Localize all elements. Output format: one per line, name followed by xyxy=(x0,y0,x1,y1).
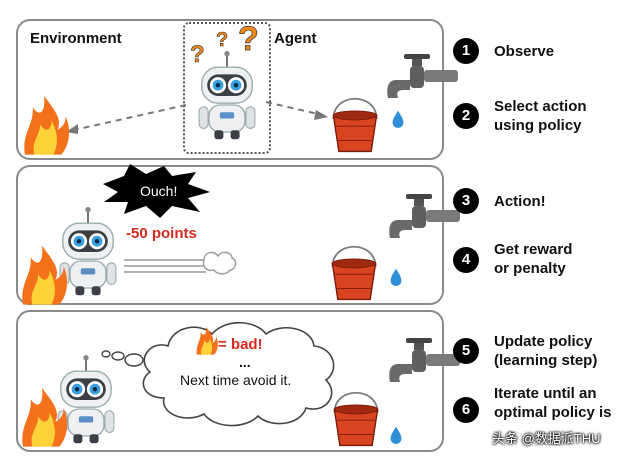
water-drop-icon xyxy=(390,426,402,444)
step-1-number: 1 xyxy=(453,38,479,64)
bucket-icon xyxy=(332,97,378,153)
robot-icon xyxy=(59,206,117,297)
step-1-text: Observe xyxy=(494,43,555,60)
bad-text: = bad! xyxy=(218,336,263,353)
action-arrow xyxy=(265,101,319,115)
question-mark-2: ? xyxy=(216,29,228,51)
step-6-text: Iterate until an optimal policy is xyxy=(494,385,612,421)
question-mark-3: ? xyxy=(238,20,259,58)
step-5-text: Update policy (learning step) xyxy=(494,333,598,369)
panel1-graphics: ? ? ? xyxy=(24,20,458,155)
robot-icon xyxy=(198,50,256,141)
panel3-graphics xyxy=(22,322,460,447)
environment-label: Environment xyxy=(30,30,122,47)
water-drop-icon xyxy=(392,110,404,128)
observe-arrow xyxy=(73,104,187,131)
step-4-text: Get reward or penalty xyxy=(494,241,573,277)
bucket-icon xyxy=(331,245,377,301)
dust-cloud-icon xyxy=(202,251,237,275)
thought-bubble-dot xyxy=(124,353,144,367)
thought-bubble-dot xyxy=(101,350,111,358)
step-5-number: 5 xyxy=(453,338,479,364)
fire-icon xyxy=(24,95,70,155)
step-6-number: 6 xyxy=(453,397,479,423)
step-4-number: 4 xyxy=(453,247,479,273)
thought-text: Next time avoid it. xyxy=(180,372,292,388)
step-2-number: 2 xyxy=(453,103,479,129)
step-2-text: Select action using policy xyxy=(494,98,587,134)
thought-bubble-dot xyxy=(111,351,125,361)
question-mark-1: ? xyxy=(190,41,205,68)
panel2-graphics xyxy=(22,164,460,305)
tap-icon xyxy=(389,194,460,238)
tap-icon xyxy=(387,54,458,98)
thought-bubble-icon xyxy=(142,322,335,427)
penalty-text: -50 points xyxy=(126,225,197,242)
agent-label: Agent xyxy=(274,30,317,47)
ouch-burst-icon xyxy=(103,164,210,218)
agent-box xyxy=(183,22,271,154)
step-3-text: Action! xyxy=(494,193,546,210)
water-drop-icon xyxy=(390,268,402,286)
bucket-icon xyxy=(333,391,379,447)
ouch-text: Ouch! xyxy=(140,183,178,199)
thought-dots: ... xyxy=(239,354,251,370)
tap-icon xyxy=(389,338,460,382)
step-3-number: 3 xyxy=(453,188,479,214)
watermark: 头条 @数据派THU xyxy=(492,431,601,446)
